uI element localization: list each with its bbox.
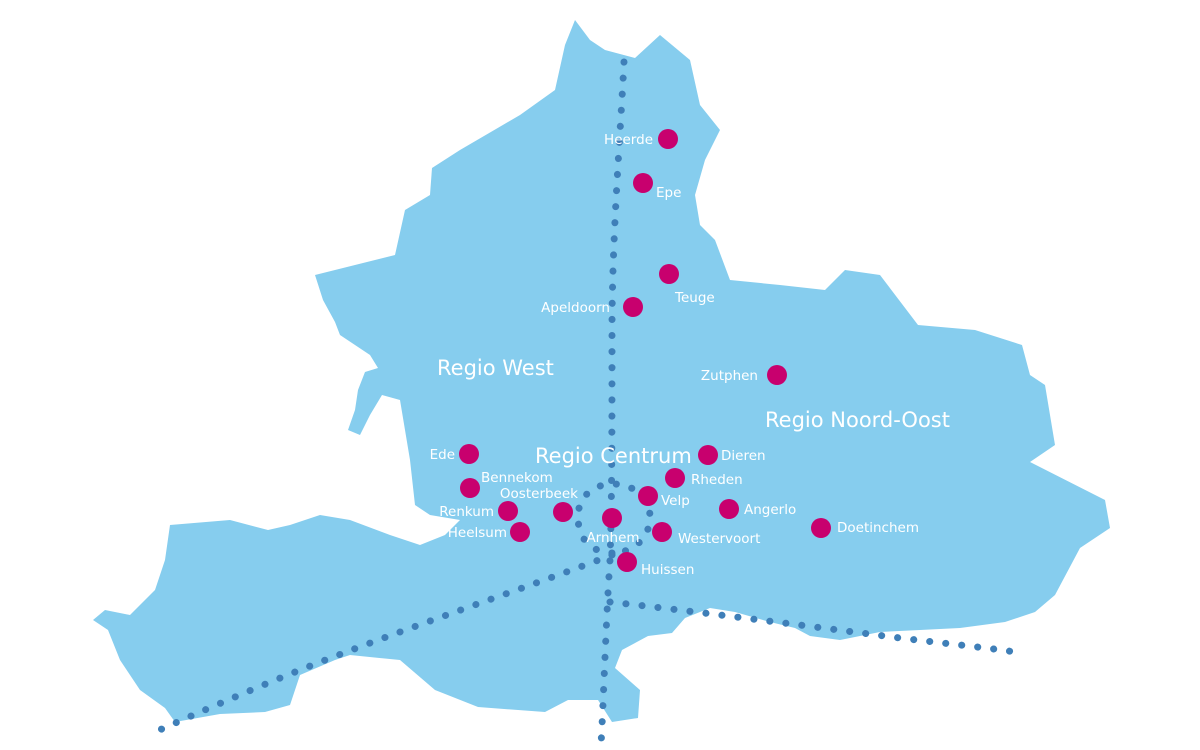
city-marker-heelsum[interactable]: [510, 522, 530, 542]
city-label-apeldoorn: Apeldoorn: [541, 300, 610, 316]
city-marker-heerde[interactable]: [658, 129, 678, 149]
region-labels: Regio West Regio Noord-Oost Regio Centru…: [437, 356, 950, 468]
city-marker-velp[interactable]: [638, 486, 658, 506]
city-label-huissen: Huissen: [641, 562, 694, 578]
city-label-oosterbeek: Oosterbeek: [500, 486, 578, 502]
city-label-westervoort: Westervoort: [678, 531, 760, 547]
city-marker-apeldoorn[interactable]: [623, 297, 643, 317]
city-label-teuge: Teuge: [674, 290, 715, 306]
city-marker-arnhem[interactable]: [602, 508, 622, 528]
city-label-doetinchem: Doetinchem: [837, 520, 919, 536]
city-label-angerlo: Angerlo: [744, 502, 796, 518]
region-label-noord-oost: Regio Noord-Oost: [765, 408, 950, 432]
city-label-renkum: Renkum: [439, 504, 494, 520]
city-label-heelsum: Heelsum: [448, 525, 507, 541]
region-label-west: Regio West: [437, 356, 554, 380]
route-east: [606, 598, 1026, 657]
city-label-dieren: Dieren: [721, 448, 766, 464]
city-marker-huissen[interactable]: [617, 552, 637, 572]
city-marker-westervoort[interactable]: [652, 522, 672, 542]
city-label-ede: Ede: [430, 447, 455, 463]
city-label-epe: Epe: [656, 185, 681, 201]
city-marker-oosterbeek[interactable]: [553, 502, 573, 522]
city-label-heerde: Heerde: [604, 132, 653, 148]
city-marker-angerlo[interactable]: [719, 499, 739, 519]
city-labels: Heerde Epe Teuge Apeldoorn Zutphen Ede B…: [430, 132, 919, 578]
city-markers: [459, 129, 831, 572]
city-marker-dieren[interactable]: [698, 445, 718, 465]
city-label-velp: Velp: [661, 493, 690, 509]
railway-routes: [151, 58, 1026, 749]
city-marker-bennekom[interactable]: [460, 478, 480, 498]
city-label-bennekom: Bennekom: [481, 470, 553, 486]
city-marker-doetinchem[interactable]: [811, 518, 831, 538]
city-label-rheden: Rheden: [691, 472, 743, 488]
route-north-south: [597, 58, 628, 749]
route-southwest: [151, 551, 616, 736]
city-label-zutphen: Zutphen: [701, 368, 758, 384]
route-arnhem-ring: [574, 480, 654, 557]
region-label-centrum: Regio Centrum: [535, 444, 692, 468]
city-marker-teuge[interactable]: [659, 264, 679, 284]
city-marker-rheden[interactable]: [665, 468, 685, 488]
city-marker-renkum[interactable]: [498, 501, 518, 521]
city-label-arnhem: Arnhem: [586, 530, 639, 546]
city-marker-ede[interactable]: [459, 444, 479, 464]
city-marker-epe[interactable]: [633, 173, 653, 193]
province-shape: [93, 20, 1110, 722]
city-marker-zutphen[interactable]: [767, 365, 787, 385]
